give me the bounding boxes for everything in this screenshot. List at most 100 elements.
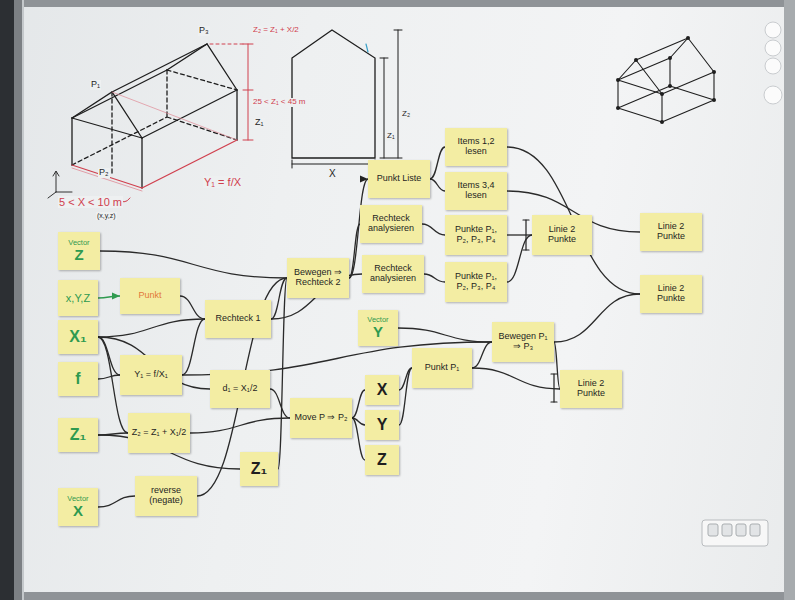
connector-line [271, 278, 287, 319]
sticky-note: Rechteck 1 [205, 300, 271, 338]
sticky-note: Bewegen P₁ ⇒ P₃ [492, 322, 554, 362]
connector-line [98, 375, 120, 379]
sticky-note: VectorZ [58, 232, 100, 270]
note-text: f [75, 370, 80, 388]
sticky-note: Y [365, 410, 399, 440]
connector-line [100, 251, 287, 278]
sticky-note: reverse (negate) [135, 476, 197, 516]
note-text: Punkt Liste [377, 174, 422, 184]
note-text: x,Y,Z [66, 292, 90, 304]
note-text: Linie 2 Punkte [535, 225, 589, 245]
connector-line [507, 147, 640, 294]
connector-line [424, 274, 445, 282]
sticky-note: Rechteck analysieren [362, 255, 424, 293]
sketch-label: P₁ [90, 80, 101, 90]
note-text: Y [373, 324, 383, 341]
connector-line [349, 224, 360, 278]
sketch-label: Z₂ [401, 110, 411, 119]
sketch-label: Z₂ = Z₁ + X/2 [252, 26, 300, 35]
sketch-label: P₂ [98, 168, 110, 178]
connector-line [472, 342, 492, 368]
connector-line [398, 328, 492, 342]
sticky-note: Punkte P₁, P₂, P₃, P₄ [445, 262, 507, 302]
note-text: Linie 2 Punkte [643, 222, 699, 242]
connector-line [278, 278, 287, 469]
note-text: Vector [367, 316, 388, 324]
note-text: Z₁ [70, 426, 86, 444]
connector-line [399, 368, 412, 425]
sketch-label: 25 < Z₁ < 45 m [252, 98, 307, 107]
note-text: Z [74, 247, 83, 264]
note-text: Rechteck 1 [215, 314, 260, 324]
sticky-note: Y₁ = f/X₁ [120, 355, 182, 395]
sticky-note: d₁ = X₁/2 [210, 370, 270, 408]
note-text: Bewegen ⇒ Rechteck 2 [290, 268, 346, 288]
sketch-label: Z₁ [386, 132, 396, 141]
note-text: Z₁ [251, 460, 267, 478]
sticky-note: Z [365, 445, 399, 475]
connector-line [197, 278, 287, 496]
note-text: Y [377, 416, 388, 434]
note-text: Z₂ = Z₁ + X₁/2 [132, 428, 187, 438]
note-text: Rechteck analysieren [365, 264, 421, 284]
connector-line [182, 319, 205, 375]
note-text: Rechteck analysieren [363, 214, 419, 234]
note-text: Linie 2 Punkte [563, 379, 619, 399]
sticky-note: Linie 2 Punkte [560, 370, 622, 408]
sticky-note: Items 1,2 lesen [445, 128, 507, 166]
sticky-note: Linie 2 Punkte [640, 275, 702, 313]
note-text: Punkt P₁ [425, 363, 460, 373]
note-text: Linie 2 Punkte [643, 284, 699, 304]
sticky-note: X [365, 375, 399, 405]
sticky-note: Punkte P₁, P₂, P₃, P₄ [445, 215, 507, 255]
connector-line [98, 319, 205, 337]
connector-line [98, 337, 120, 375]
note-text: Z [377, 451, 387, 469]
note-text: reverse (negate) [138, 486, 194, 506]
sticky-note: VectorX [58, 488, 98, 526]
sketch-label: 5 < X < 10 m [58, 196, 123, 208]
note-text: d₁ = X₁/2 [223, 384, 258, 394]
note-text: X [73, 503, 83, 520]
note-text: Items 1,2 lesen [448, 137, 504, 157]
sticky-note: Linie 2 Punkte [532, 215, 592, 255]
sticky-note: Punkt [120, 278, 180, 314]
sticky-note: Items 3,4 lesen [445, 172, 507, 210]
connector-line [98, 496, 135, 507]
note-text: Move P ⇒ P₂ [295, 413, 348, 423]
sticky-note: Linie 2 Punkte [640, 213, 702, 251]
note-text: Punkte P₁, P₂, P₃, P₄ [448, 272, 504, 292]
connector-line [352, 418, 365, 460]
note-text: Punkt [138, 291, 161, 301]
sketch-label: (x,y,z) [96, 212, 117, 220]
note-text: Punkte P₁, P₂, P₃, P₄ [448, 225, 504, 245]
sticky-note: Rechteck analysieren [360, 205, 422, 243]
sticky-note: f [58, 362, 98, 396]
sketch-label: Y₁ = f/X [203, 176, 242, 188]
note-text: Items 3,4 lesen [448, 181, 504, 201]
connector-line [190, 418, 290, 433]
note-text: X [377, 381, 388, 399]
sticky-note: Punkt Liste [368, 160, 430, 198]
connector-line [98, 296, 120, 298]
connector-line [180, 296, 205, 319]
sketch-label: P₃ [198, 26, 210, 36]
sticky-note: Punkt P₁ [412, 348, 472, 388]
note-text: X₁ [69, 328, 86, 346]
sketch-label: X [328, 168, 337, 179]
connector-line [472, 368, 560, 389]
connector-line [507, 234, 532, 235]
connector-line [507, 235, 532, 282]
sketch-label: Z₁ [254, 118, 265, 128]
sticky-note: Z₂ = Z₁ + X₁/2 [128, 413, 190, 453]
sticky-note: Z₁ [58, 418, 98, 452]
sticky-note: VectorY [358, 310, 398, 346]
connector-line [422, 224, 445, 235]
sticky-note: Z₁ [240, 452, 278, 486]
note-text: Vector [68, 239, 89, 247]
connector-line [352, 390, 365, 418]
sticky-note: X₁ [58, 320, 98, 354]
connector-line [430, 179, 445, 191]
note-text: Vector [67, 495, 88, 503]
connector-line [270, 389, 290, 418]
